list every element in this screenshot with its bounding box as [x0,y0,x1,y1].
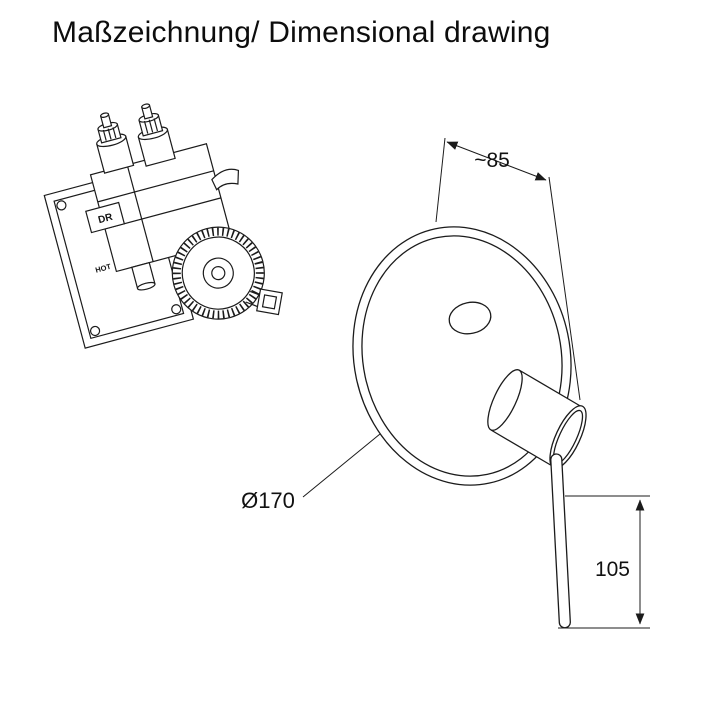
check-valve-left [96,112,135,174]
pipe-stub [131,261,156,291]
page-title: Maßzeichnung/ Dimensional drawing [52,16,551,49]
dr-label-plate [85,201,126,234]
check-valve-right [137,103,176,167]
screw-hole [89,325,101,337]
dimensional-drawing-canvas: DR HOT [43,103,650,629]
lever-length-dimension-label: 105 [595,558,630,581]
flow-lever-fitting [211,168,240,191]
handle-cylinder [487,369,587,469]
dimension-depth: ~85 [435,137,581,401]
trim-drawing [352,226,587,629]
cartridge [171,226,265,320]
diameter-dimension-label: Ø170 [241,488,295,513]
dimensions: ~85 Ø170 105 [241,137,650,629]
hot-label: HOT [94,262,112,275]
screw-hole [56,200,67,211]
leader-line [302,433,381,498]
extension-line [548,176,581,401]
diverter-button [448,301,492,335]
spindle [245,288,283,316]
lever-handle [550,453,571,629]
screw-hole [171,304,182,315]
dimension-lever-length: 105 [558,495,650,629]
extension-line [435,137,446,223]
dimension-line [446,141,547,181]
depth-dimension-label: ~85 [474,149,510,172]
dr-label: DR [97,212,115,227]
concealed-valve-drawing: DR HOT [43,103,283,349]
dimension-diameter: Ø170 [241,433,381,513]
